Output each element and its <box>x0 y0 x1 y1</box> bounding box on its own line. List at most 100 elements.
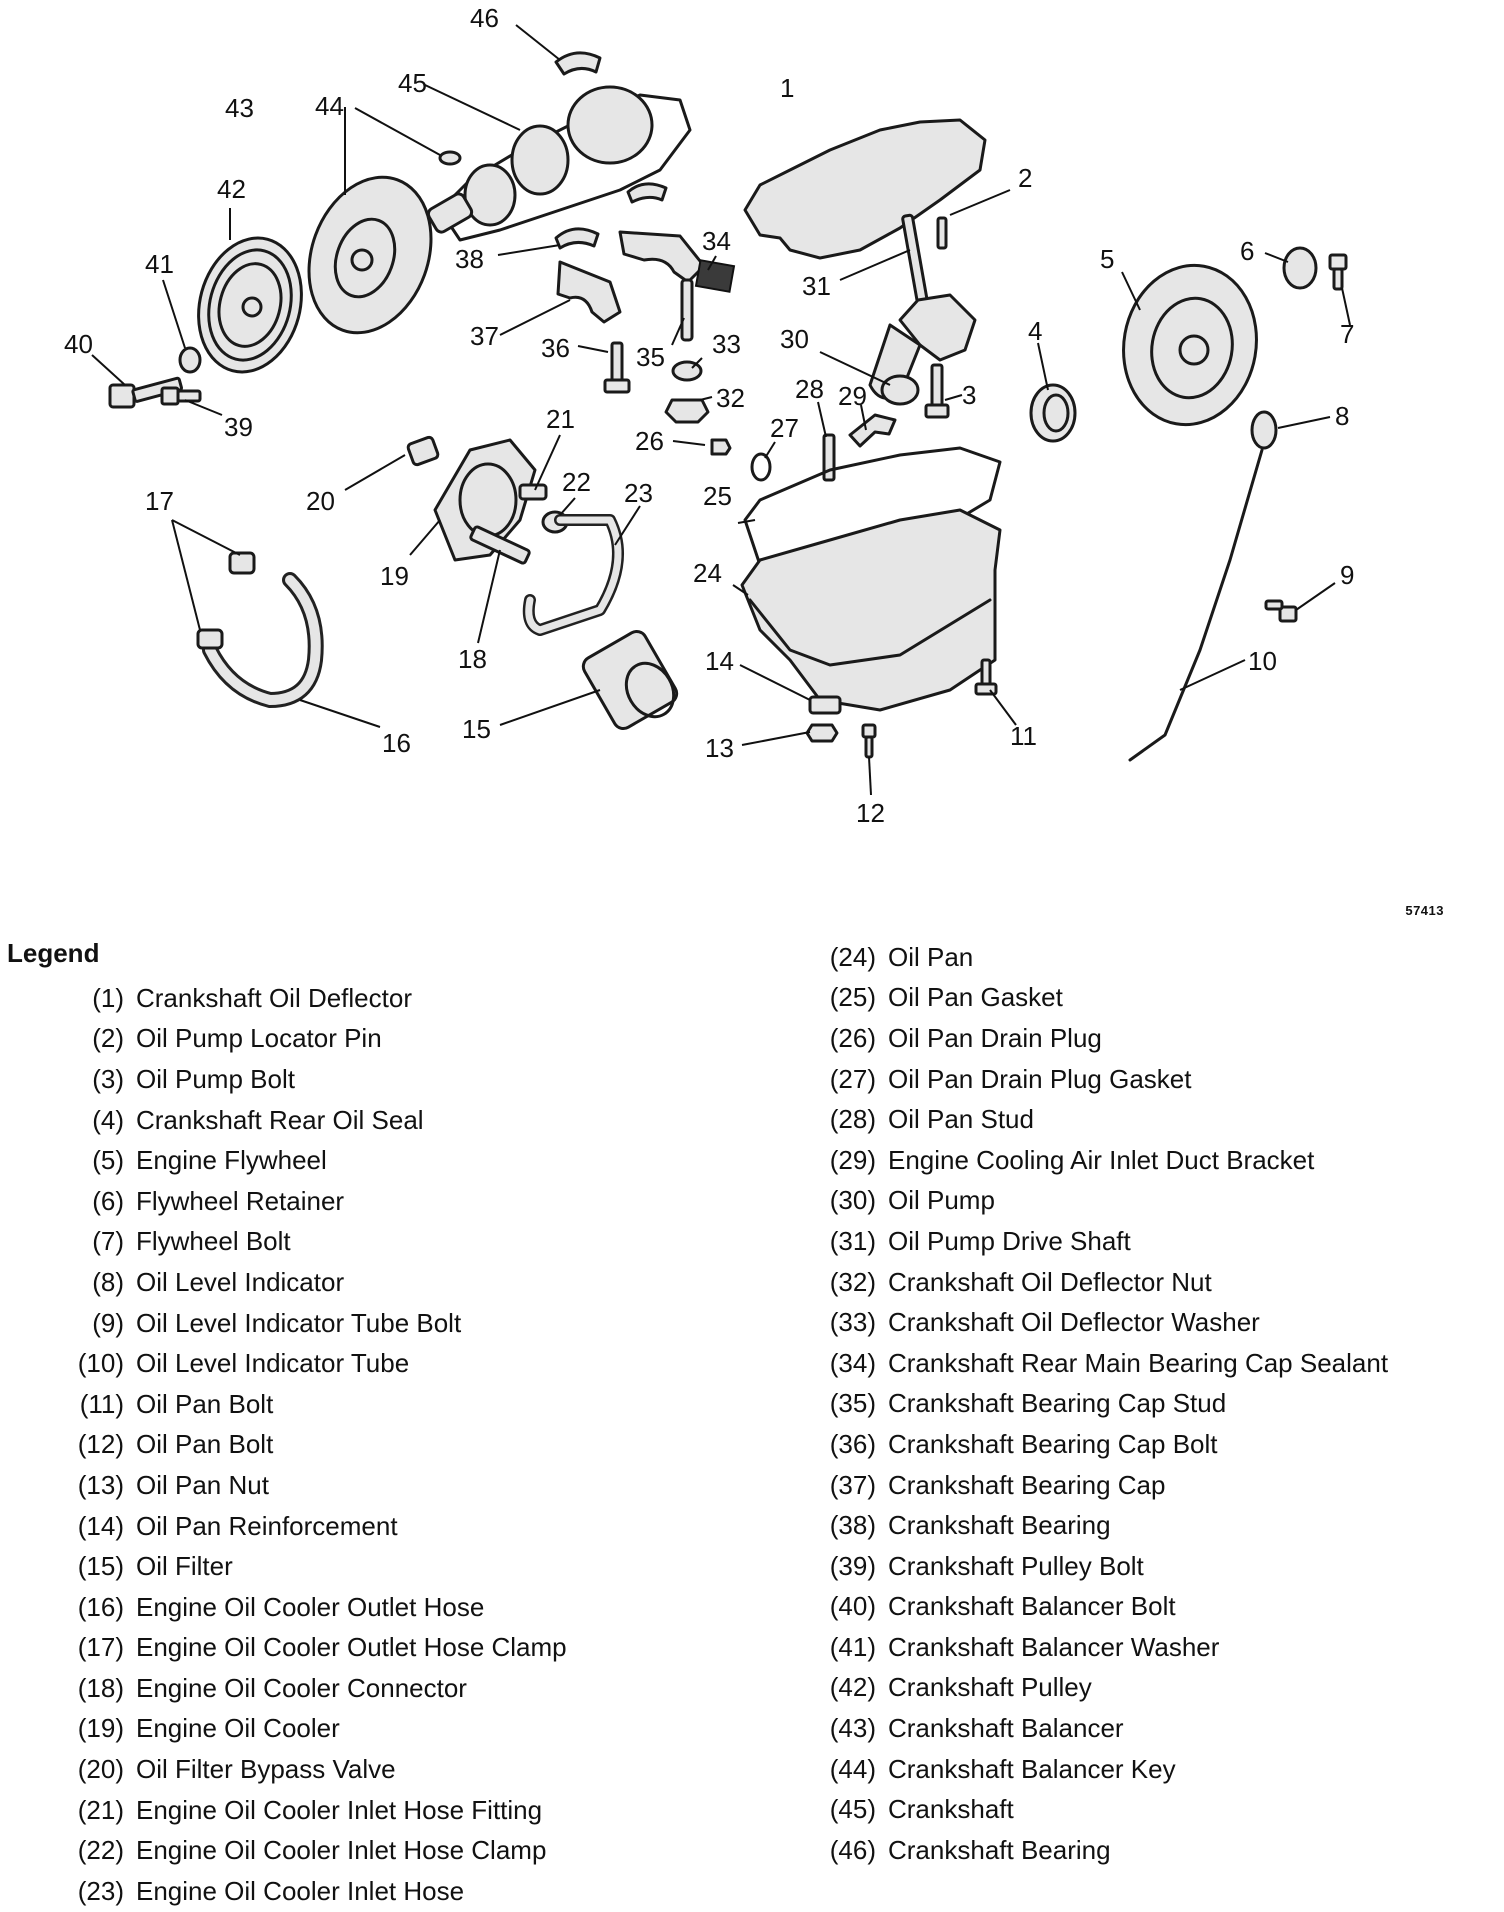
callout-38: 38 <box>455 244 484 274</box>
legend-item-number: (24) <box>829 941 876 972</box>
legend-item-number: (19) <box>77 1713 124 1744</box>
legend-item: (27) Oil Pan Drain Plug Gasket <box>808 1059 1498 1100</box>
legend-item-number: (13) <box>77 1469 124 1500</box>
legend-item: (24) Oil Pan <box>808 937 1498 978</box>
part-deflector-washer <box>671 360 703 382</box>
legend-item-label: Engine Oil Cooler Outlet Hose Clamp <box>136 1632 567 1663</box>
callout-2: 2 <box>1018 163 1032 193</box>
callout-22: 22 <box>562 467 591 497</box>
callout-25: 25 <box>703 481 732 511</box>
part-inlet-hose <box>522 514 624 636</box>
legend-item-label: Flywheel Bolt <box>136 1226 291 1257</box>
legend-item-label: Crankshaft Balancer Washer <box>888 1631 1220 1662</box>
part-bypass-valve <box>406 435 440 467</box>
callout-6: 6 <box>1240 236 1254 266</box>
legend-item-number: (20) <box>77 1754 124 1785</box>
part-rear-bearing-cap <box>618 230 706 284</box>
legend-item: (20) Oil Filter Bypass Valve <box>52 1749 752 1790</box>
legend-item-number: (41) <box>829 1631 876 1662</box>
legend-item: (43)Crankshaft Balancer <box>808 1708 1498 1749</box>
legend-item-number: (29) <box>829 1144 876 1175</box>
legend-item-label: Oil Pan Gasket <box>888 982 1063 1013</box>
legend-item-number: (7) <box>92 1226 124 1257</box>
legend-item: (40)Crankshaft Balancer Bolt <box>808 1587 1498 1628</box>
callout-40: 40 <box>64 329 93 359</box>
legend-item: (25) Oil Pan Gasket <box>808 978 1498 1019</box>
legend-item-number: (9) <box>92 1307 124 1338</box>
legend-item: (2)Oil Pump Locator Pin <box>52 1019 752 1060</box>
part-bearing-cap-bolt <box>603 341 631 394</box>
legend-item: (3)Oil Pump Bolt <box>52 1059 752 1100</box>
callout-1: 1 <box>780 73 794 103</box>
legend-item-label: Oil Filter <box>136 1551 233 1582</box>
legend-item-number: (33) <box>829 1307 876 1338</box>
legend-item-number: (4) <box>92 1104 124 1135</box>
legend-item-label: Crankshaft Balancer <box>888 1713 1124 1744</box>
legend-item: (9)Oil Level Indicator Tube Bolt <box>52 1303 752 1344</box>
legend-item-label: Oil Pan Drain Plug Gasket <box>888 1063 1192 1094</box>
legend-item-label: Oil Filter Bypass Valve <box>136 1754 396 1785</box>
part-inlet-hose-fitting <box>518 483 548 501</box>
legend-item-label: Oil Pump <box>888 1185 995 1216</box>
part-crankshaft-bearing-46 <box>554 51 602 76</box>
legend-item-label: Crankshaft Pulley Bolt <box>888 1550 1144 1581</box>
legend-item-number: (1) <box>92 982 124 1013</box>
callout-4: 4 <box>1028 316 1042 346</box>
legend-item: (15)Oil Filter <box>52 1546 752 1587</box>
part-indicator-tube <box>1128 448 1264 762</box>
part-crankshaft-bearing-38 <box>554 227 600 250</box>
legend-item-label: Crankshaft Pulley <box>888 1672 1092 1703</box>
legend-column-left: (1)Crankshaft Oil Deflector(2)Oil Pump L… <box>52 978 752 1912</box>
legend-item: (45)Crankshaft <box>808 1789 1498 1830</box>
callout-19: 19 <box>380 561 409 591</box>
callout-numbers: 1 2 3 4 5 6 7 8 9 10 11 12 13 14 15 16 1… <box>64 3 1354 828</box>
legend-item-number: (26) <box>829 1022 876 1053</box>
callout-27: 27 <box>770 413 799 443</box>
part-balancer-key <box>438 150 462 166</box>
legend-item-number: (37) <box>829 1469 876 1500</box>
callout-39: 39 <box>224 412 253 442</box>
part-cooler-connector <box>469 525 531 565</box>
legend-item: (33)Crankshaft Oil Deflector Washer <box>808 1302 1498 1343</box>
legend-item-number: (46) <box>829 1834 876 1865</box>
part-deflector-nut <box>664 398 710 424</box>
part-flywheel-bolt <box>1328 253 1348 291</box>
part-drawings <box>108 51 1348 762</box>
legend-item: (21)Engine Oil Cooler Inlet Hose Fitting <box>52 1790 752 1831</box>
part-sealant <box>694 259 736 293</box>
legend-item-number: (25) <box>829 982 876 1013</box>
legend-item-label: Crankshaft Bearing <box>888 1510 1111 1541</box>
legend-item: (39)Crankshaft Pulley Bolt <box>808 1546 1498 1587</box>
callout-30: 30 <box>780 324 809 354</box>
legend-item: (32) Crankshaft Oil Deflector Nut <box>808 1262 1498 1303</box>
part-oil-pump <box>868 293 977 406</box>
part-crankshaft-balancer <box>307 175 433 335</box>
part-duct-bracket <box>848 413 897 448</box>
legend-item-number: (16) <box>77 1591 124 1622</box>
legend-item: (37)Crankshaft Bearing Cap <box>808 1465 1498 1506</box>
legend-item-label: Oil Pan Nut <box>136 1469 269 1500</box>
legend-item: (41) Crankshaft Balancer Washer <box>808 1627 1498 1668</box>
part-drain-plug-gasket <box>750 452 772 482</box>
part-crankshaft <box>426 85 692 242</box>
legend-item-label: Oil Pan <box>888 941 974 972</box>
legend-item-label: Crankshaft Balancer Key <box>888 1753 1176 1784</box>
legend-item-label: Crankshaft Oil Deflector Nut <box>888 1266 1212 1297</box>
legend-item-label: Crankshaft Bearing Cap Bolt <box>888 1428 1218 1459</box>
exploded-parts-diagram: 1 2 3 4 5 6 7 8 9 10 11 12 13 14 15 16 1… <box>64 3 1354 828</box>
legend-item-label: Crankshaft Bearing <box>888 1834 1111 1865</box>
legend-item-number: (21) <box>77 1794 124 1825</box>
legend-item-label: Oil Pan Stud <box>888 1104 1034 1135</box>
legend-item-label: Crankshaft Rear Oil Seal <box>136 1104 424 1135</box>
callout-13: 13 <box>705 733 734 763</box>
legend-item: (23)Engine Oil Cooler Inlet Hose <box>52 1871 752 1912</box>
legend-item: (11)Oil Pan Bolt <box>52 1384 752 1425</box>
part-balancer-washer <box>178 346 202 374</box>
legend-item-label: Crankshaft Bearing Cap Stud <box>888 1388 1227 1419</box>
callout-44: 44 <box>315 91 344 121</box>
legend-item: (1)Crankshaft Oil Deflector <box>52 978 752 1019</box>
legend-item-label: Oil Pan Bolt <box>136 1388 274 1419</box>
legend-item-number: (32) <box>829 1266 876 1297</box>
callout-21: 21 <box>546 404 575 434</box>
legend-item-number: (27) <box>829 1063 876 1094</box>
